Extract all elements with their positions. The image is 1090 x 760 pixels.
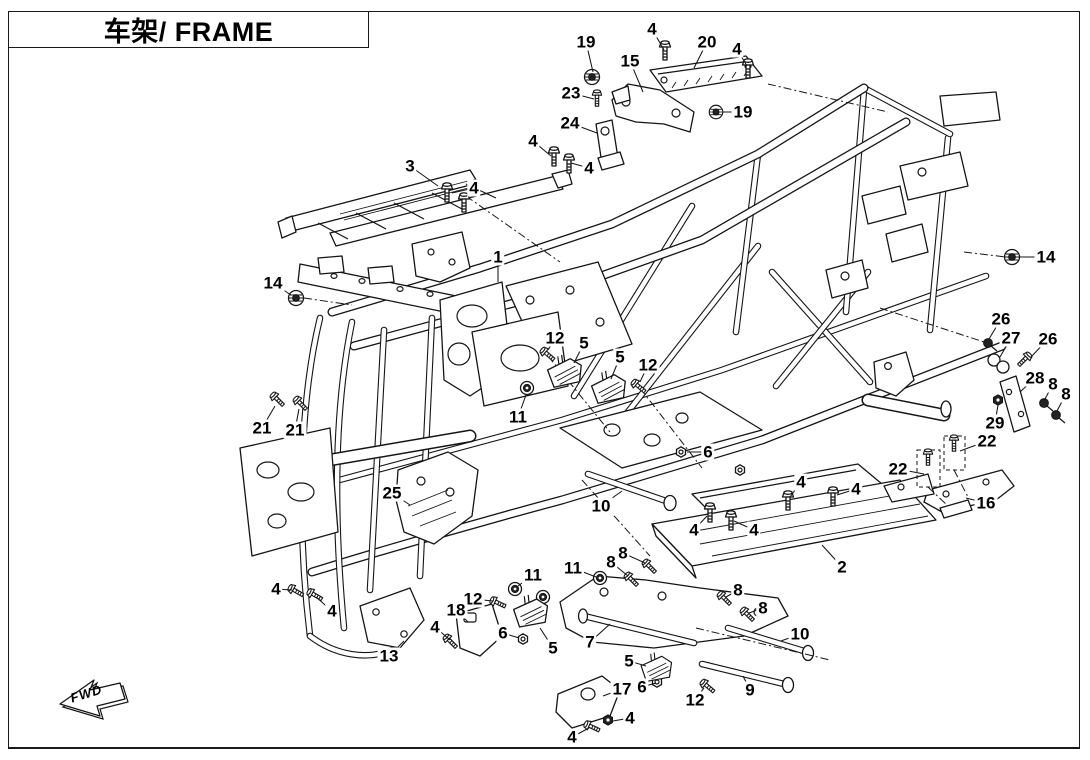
callout-4: 4 [794,472,808,492]
callout-10: 10 [788,624,812,644]
callout-5: 5 [622,651,636,671]
top-brackets [595,55,763,171]
callout-22: 22 [975,431,999,451]
callout-19: 19 [574,32,598,52]
rear-plates [825,91,1001,422]
callout-4: 4 [526,131,540,151]
callout-14: 14 [261,273,285,293]
callout-5: 5 [613,347,627,367]
callout-9: 9 [743,680,757,700]
callout-1: 1 [491,247,505,267]
callout-6: 6 [496,623,510,643]
callout-26: 26 [1036,329,1060,349]
callout-11: 11 [522,565,544,585]
callout-8: 8 [616,543,630,563]
callout-26: 26 [989,309,1013,329]
callout-21: 21 [283,420,307,440]
center-plates [471,261,763,512]
callout-29: 29 [983,413,1007,433]
callout-2: 2 [835,557,849,577]
page-title: 车架/ FRAME [103,17,274,47]
drawing-border [8,11,1080,749]
callout-22: 22 [886,459,910,479]
callout-20: 20 [695,32,719,52]
callout-4: 4 [623,708,637,728]
callout-4: 4 [730,39,744,59]
callout-12: 12 [543,328,567,348]
callout-5: 5 [546,638,560,658]
callout-25: 25 [380,483,404,503]
fwd-arrow [59,679,129,720]
axis-lines [303,83,1007,661]
callout-18: 18 [444,600,468,620]
front-frame-plates [239,231,513,557]
callout-4: 4 [565,727,579,747]
rack-part-3 [277,169,573,247]
callout-4: 4 [325,601,339,621]
callout-3: 3 [403,156,417,176]
callout-4: 4 [428,617,442,637]
callout-8: 8 [1059,384,1073,404]
callout-4: 4 [747,520,761,540]
callout-10: 10 [589,496,613,516]
callout-8: 8 [1046,374,1060,394]
callout-4: 4 [269,579,283,599]
callout-4: 4 [687,520,701,540]
callout-21: 21 [250,418,274,438]
callout-16: 16 [974,493,998,513]
callout-6: 6 [635,677,649,697]
callout-28: 28 [1023,368,1047,388]
callout-8: 8 [731,580,745,600]
callout-17: 17 [610,679,634,699]
callout-15: 15 [618,51,642,71]
callout-12: 12 [636,355,660,375]
callout-27: 27 [999,328,1023,348]
callout-19: 19 [731,102,755,122]
callout-8: 8 [604,552,618,572]
callout-11: 11 [507,407,529,427]
callout-13: 13 [377,646,401,666]
callout-8: 8 [756,598,770,618]
callout-4: 4 [582,158,596,178]
callout-11: 11 [562,558,584,578]
callout-12: 12 [683,690,707,710]
callout-5: 5 [577,333,591,353]
callout-7: 7 [583,632,597,652]
callout-24: 24 [558,113,582,133]
title-box: 车架/ FRAME [8,11,369,48]
callout-4: 4 [467,178,481,198]
callout-6: 6 [701,442,715,462]
callout-14: 14 [1034,247,1058,267]
callout-23: 23 [559,83,583,103]
callout-4: 4 [849,479,863,499]
callout-4: 4 [645,19,659,39]
